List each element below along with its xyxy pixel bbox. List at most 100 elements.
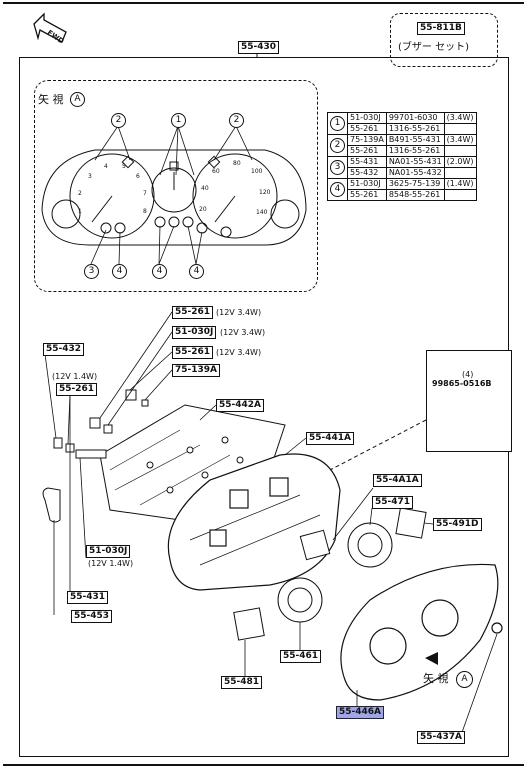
inset-qty: (4) (462, 370, 474, 379)
speedo-tick: 140 (256, 209, 268, 216)
table-row: 55-261 8548-55-261 (328, 189, 477, 201)
view-arrow-marker: A (456, 671, 473, 688)
table-index: 3 (327, 156, 348, 179)
fwd-arrow-icon (33, 12, 67, 43)
table-cell: (3.4W) (443, 112, 477, 124)
callout-2-right: 2 (229, 113, 244, 128)
table-cell: 8548-55-261 (385, 189, 445, 201)
part-51-030j-a[interactable]: 51-030J (172, 326, 217, 339)
speedo-tick: 80 (233, 160, 241, 167)
tacho-tick: 8 (143, 208, 147, 215)
part-55-461[interactable]: 55-461 (280, 650, 322, 663)
part-55-491d[interactable]: 55-491D (433, 518, 482, 531)
tacho-tick: 4 (104, 163, 108, 170)
part-75-139a[interactable]: 75-139A (172, 364, 221, 377)
note-12v-3-4w-a: (12V 3.4W) (216, 308, 262, 317)
view-a-title: 矢 視 (38, 93, 64, 106)
part-55-261-a[interactable]: 55-261 (172, 306, 214, 319)
table-index: 2 (327, 134, 348, 157)
part-55-446a[interactable]: 55-446A (336, 706, 385, 719)
part-51-030j-b[interactable]: 51-030J (86, 545, 131, 558)
buzzer-set-box (390, 13, 498, 67)
view-a-marker: A (70, 92, 85, 107)
table-index-marker: 4 (330, 182, 345, 197)
note-12v-1-4w: (12V 1.4W) (52, 372, 98, 381)
speedo-tick: 60 (212, 168, 220, 175)
callout-1: 1 (171, 113, 186, 128)
speedo-tick: 40 (201, 185, 209, 192)
speedo-tick: 20 (199, 206, 207, 213)
table-cell: 51-030J (347, 112, 387, 124)
table-cell: 3625-75-139 (385, 178, 445, 190)
table-cell: 1316-55-261 (385, 145, 445, 157)
callout-4-b: 4 (152, 264, 167, 279)
tacho-tick: 1 (78, 208, 82, 215)
table-row: 3 55-431 NA01-55-431 (2.0W) (327, 156, 477, 179)
table-cell (443, 145, 477, 157)
table-cell: (2.0W) (443, 156, 477, 168)
table-index: 1 (327, 112, 348, 135)
part-55-261-left[interactable]: 55-261 (56, 383, 98, 396)
cluster-front-view (41, 149, 307, 246)
part-55-471[interactable]: 55-471 (372, 496, 414, 509)
part-55-481[interactable]: 55-481 (221, 676, 263, 689)
front-glass-cover (340, 563, 503, 701)
note-12v-3-4w-b: (12V 3.4W) (220, 328, 266, 337)
screw-inset (426, 350, 512, 452)
part-55-811b[interactable]: 55-811B (417, 22, 465, 35)
view-a-detail (34, 80, 318, 292)
printed-circuit-board (99, 404, 286, 521)
tacho-tick: 6 (136, 173, 140, 180)
table-cell: NA01-55-431 (385, 156, 445, 168)
table-index-marker: 1 (330, 116, 345, 131)
table-cell: 55-261 (347, 123, 387, 135)
part-55-261-b[interactable]: 55-261 (172, 346, 214, 359)
part-55-431[interactable]: 55-431 (67, 591, 109, 604)
part-55-4a1a[interactable]: 55-4A1A (373, 474, 422, 487)
callout-3: 3 (84, 264, 99, 279)
meter-case (167, 453, 341, 591)
table-index-marker: 2 (330, 138, 345, 153)
part-55-432[interactable]: 55-432 (43, 343, 85, 356)
view-arrow-title: 矢 視 (423, 672, 449, 685)
table-cell (443, 167, 477, 179)
buzzer-set-note: (ブザー セット) (398, 42, 469, 53)
table-row: 4 51-030J 3625-75-139 (1.4W) (327, 178, 477, 201)
part-55-441a[interactable]: 55-441A (306, 432, 355, 445)
tacho-tick: 2 (78, 190, 82, 197)
table-row: 2 75-139A B491-55-431 (3.4W) (327, 134, 477, 157)
gauge-units (233, 507, 427, 641)
table-index-marker: 3 (330, 160, 345, 175)
table-row: 55-261 1316-55-261 (328, 145, 477, 157)
bulb-table: 1 51-030J 99701-6030 (3.4W) 55-261 1316-… (327, 112, 477, 201)
tacho-tick: 7 (143, 190, 147, 197)
note-12v-3-4w-c: (12V 3.4W) (216, 348, 262, 357)
tacho-tick: 3 (88, 173, 92, 180)
table-index: 4 (327, 178, 348, 201)
table-row: 1 51-030J 99701-6030 (3.4W) (327, 112, 477, 135)
view-arrow-icon (425, 652, 438, 665)
part-55-437a[interactable]: 55-437A (417, 731, 466, 744)
table-row: 55-261 1316-55-261 (328, 123, 477, 135)
table-cell: 55-261 (347, 145, 387, 157)
table-cell: NA01-55-432 (385, 167, 445, 179)
table-cell: (1.4W) (443, 178, 477, 190)
speedo-tick: 100 (251, 168, 263, 175)
table-cell: 55-261 (347, 189, 387, 201)
part-55-430[interactable]: 55-430 (238, 41, 280, 54)
table-cell: 75-139A (347, 134, 387, 146)
callout-2-left: 2 (111, 113, 126, 128)
part-99865-0516b[interactable]: 99865-0516B (432, 379, 492, 388)
part-55-453[interactable]: 55-453 (71, 610, 113, 623)
table-cell: B491-55-431 (385, 134, 445, 146)
callout-4-a: 4 (112, 264, 127, 279)
table-cell (443, 123, 477, 135)
table-cell: 55-432 (347, 167, 387, 179)
table-cell: 1316-55-261 (385, 123, 445, 135)
table-row: 55-432 NA01-55-432 (328, 167, 477, 179)
part-55-442a[interactable]: 55-442A (216, 399, 265, 412)
table-cell: 99701-6030 (385, 112, 445, 124)
table-cell: (3.4W) (443, 134, 477, 146)
callout-4-c: 4 (189, 264, 204, 279)
